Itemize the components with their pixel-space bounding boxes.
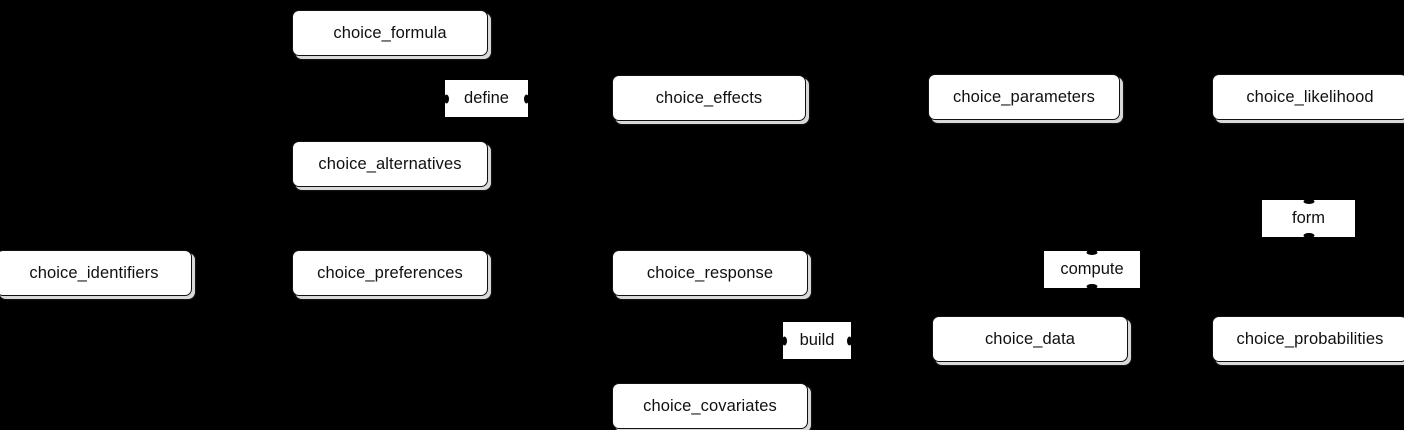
edge-label-form: form (1262, 200, 1355, 237)
node-choice-response[interactable]: choice_response (612, 250, 808, 296)
node-label: choice_identifiers (29, 263, 159, 282)
node-label: choice_likelihood (1246, 87, 1374, 106)
edge-response-build (709, 296, 783, 341)
edge-label-text: form (1292, 209, 1325, 228)
node-label: choice_preferences (317, 263, 463, 282)
node-choice-likelihood[interactable]: choice_likelihood (1212, 74, 1404, 120)
node-choice-data[interactable]: choice_data (932, 316, 1128, 362)
node-label: choice_probabilities (1236, 329, 1384, 348)
node-label: choice_formula (333, 23, 447, 42)
node-label: choice_data (984, 329, 1076, 348)
node-label: choice_parameters (952, 87, 1096, 106)
edge-effects-parameters (805, 96, 929, 99)
node-choice-covariates[interactable]: choice_covariates (612, 383, 808, 429)
node-label: choice_alternatives (318, 154, 462, 173)
edge-label-text: compute (1060, 260, 1124, 279)
edge-label-text: define (464, 89, 509, 108)
node-choice-preferences[interactable]: choice_preferences (292, 250, 488, 296)
edge-label-text: build (799, 331, 835, 350)
node-choice-probabilities[interactable]: choice_probabilities (1212, 316, 1404, 362)
node-label: choice_effects (655, 88, 763, 107)
node-choice-identifiers[interactable]: choice_identifiers (0, 250, 192, 296)
node-choice-alternatives[interactable]: choice_alternatives (292, 141, 488, 187)
node-choice-parameters[interactable]: choice_parameters (928, 74, 1120, 120)
node-choice-effects[interactable]: choice_effects (612, 75, 806, 121)
edge-label-compute: compute (1044, 251, 1140, 288)
edge-label-define: define (445, 80, 528, 117)
node-label: choice_response (646, 263, 774, 282)
edge-label-build: build (783, 322, 851, 359)
node-choice-formula[interactable]: choice_formula (292, 10, 488, 56)
node-label: choice_covariates (643, 396, 777, 415)
